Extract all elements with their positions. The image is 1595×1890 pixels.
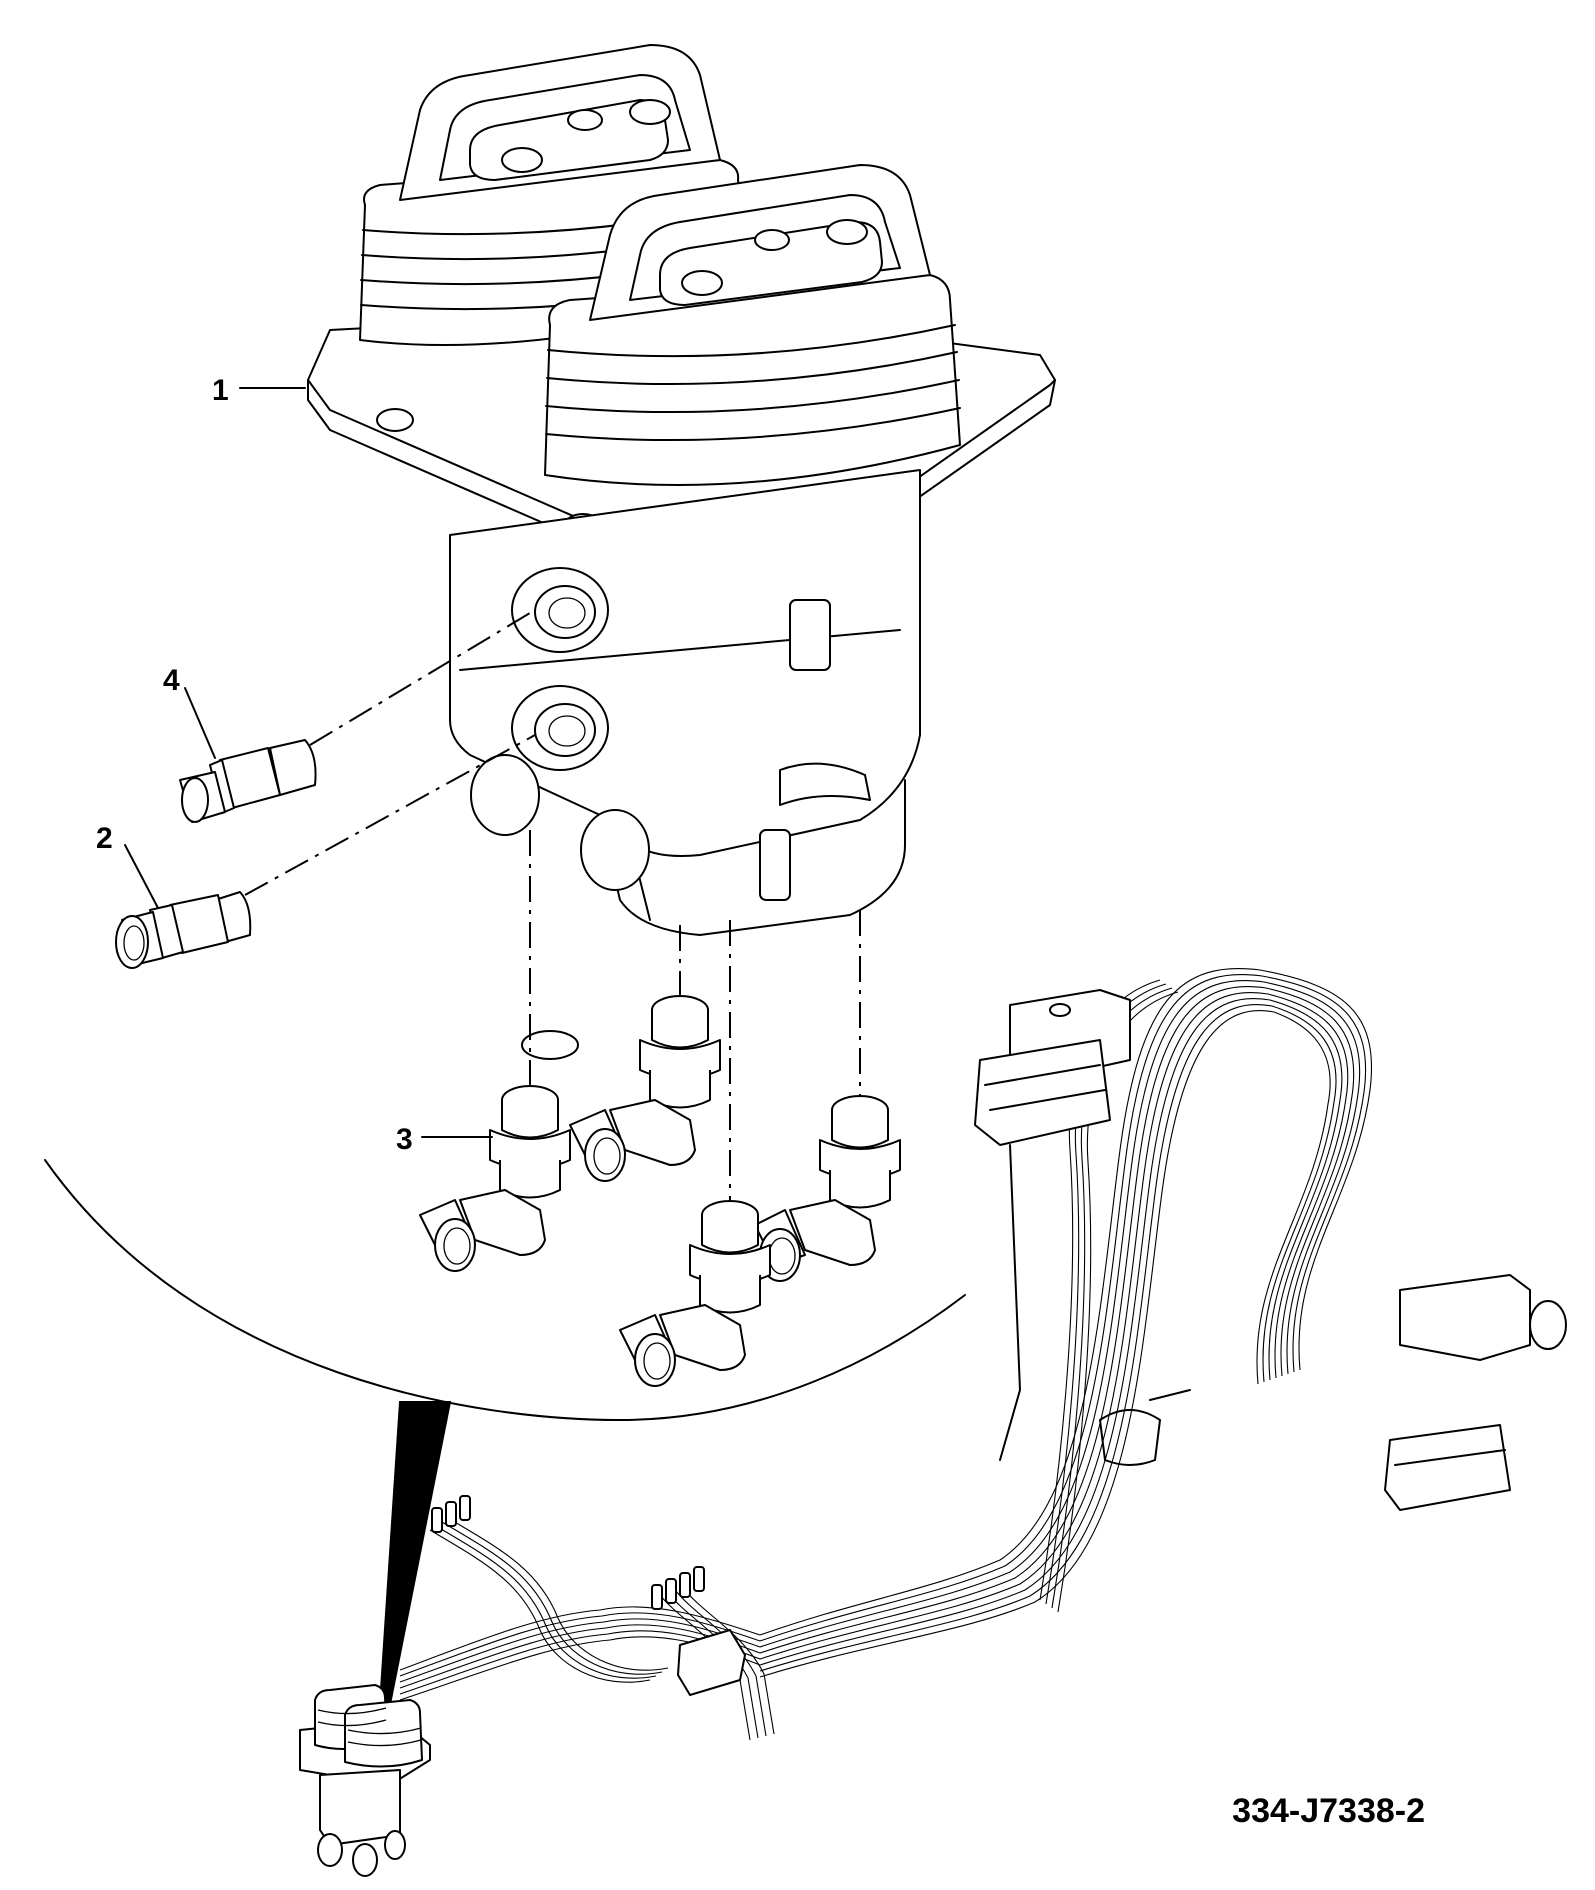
valve-bank-upper [974, 1039, 1111, 1146]
valve-bank-lower [1384, 1424, 1511, 1511]
adapter-fitting-item-2 [115, 891, 252, 969]
port-lower [511, 685, 609, 771]
hose-end-fittings [431, 1495, 705, 1610]
callout-3: 3 [396, 1123, 413, 1156]
manifold-block-small [677, 1629, 746, 1696]
elbow-fitting-b [569, 995, 721, 1182]
elbow-fitting-d [619, 1200, 771, 1387]
port-upper [511, 567, 609, 653]
leader-lines [124, 387, 493, 1138]
body-rib [789, 599, 831, 671]
pilot-valve-miniature [299, 1684, 431, 1877]
hose-bundle-front [399, 1517, 775, 1741]
callout-2: 2 [96, 822, 113, 855]
elbow-fitting-a [419, 1085, 571, 1272]
elbow-fitting-c [754, 1095, 901, 1282]
pilot-control-valve [307, 44, 1056, 936]
callout-4: 4 [163, 664, 180, 697]
mount-hole-left [376, 408, 414, 432]
body-tab [759, 829, 791, 901]
control-valve-right [1399, 1274, 1531, 1361]
hydraulic-hose-assembly [299, 968, 1567, 1877]
callout-1: 1 [212, 374, 229, 407]
port-boss-front [580, 809, 650, 891]
adapter-fitting-item-4 [179, 739, 317, 823]
drawing-number: 334-J7338-2 [1232, 1792, 1425, 1830]
detail-circle-arc [44, 1159, 966, 1421]
detail-pointer [374, 1401, 452, 1781]
elbow-fitting-e [521, 1030, 579, 1060]
assembly-centerlines [244, 609, 861, 1200]
rubber-boot-right [544, 164, 961, 486]
port-boss-left [470, 754, 540, 836]
